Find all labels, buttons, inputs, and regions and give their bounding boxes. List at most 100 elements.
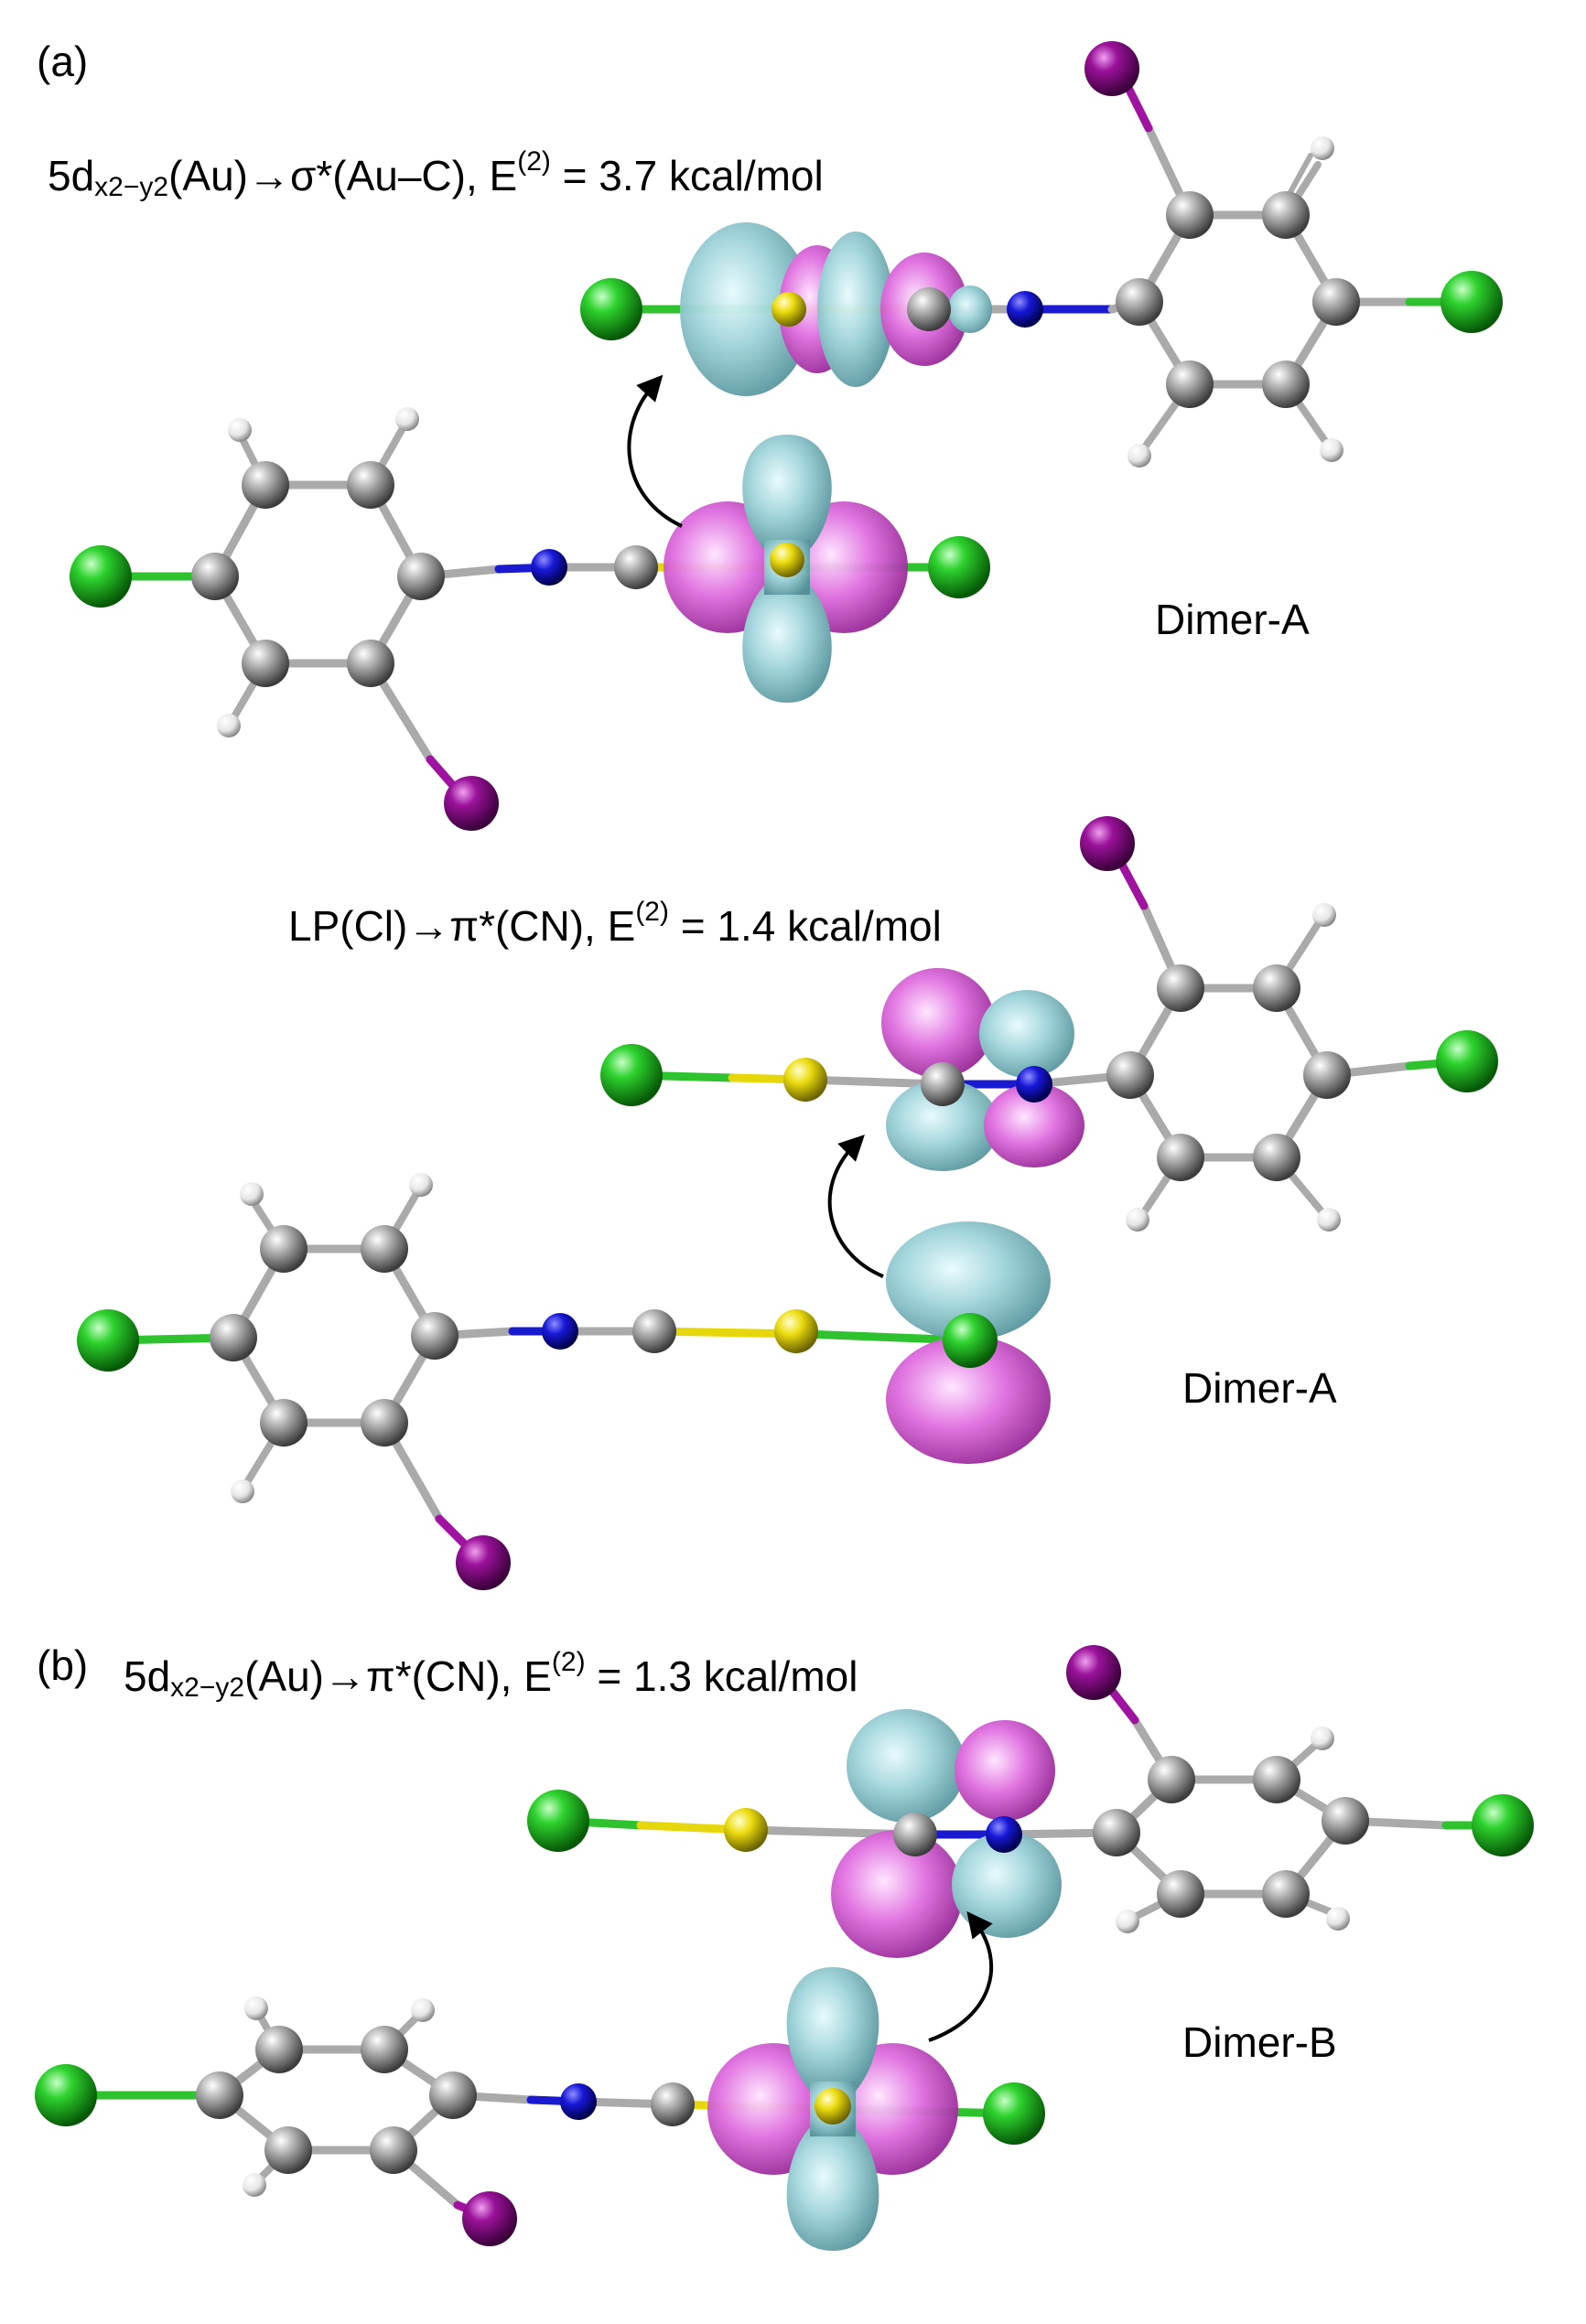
atom-cl-b2-right	[943, 1313, 998, 1368]
atom-h-a2-2	[395, 407, 419, 431]
atom-h-a1-2	[1320, 438, 1343, 462]
atom-c-b2-cn	[632, 1309, 676, 1353]
atom-c-b2-r5	[361, 1399, 408, 1447]
atom-n-a2	[531, 549, 567, 586]
title-b-sup: (2)	[551, 1647, 586, 1677]
title-a-top: 5dx2−y2(Au)→σ*(Au–C), E(2) = 3.7 kcal/mo…	[48, 146, 824, 203]
atom-c-c2-cn	[651, 2082, 695, 2126]
atom-au-c2	[815, 2088, 851, 2125]
atom-i-c1	[1066, 1645, 1121, 1700]
atom-c-a1-r2	[1166, 191, 1214, 239]
atom-cl-a1-right	[1440, 271, 1503, 333]
atom-c-a1-r4	[1312, 278, 1360, 326]
atom-i-b1	[1080, 816, 1135, 871]
title-b-pre: 5d	[124, 1652, 171, 1700]
atom-h-a1-3	[1127, 444, 1151, 468]
arrow-a-bottom	[827, 1135, 884, 1278]
atom-c-a1-r3	[1262, 191, 1310, 239]
atom-c-c2-r4	[429, 2071, 477, 2119]
atom-c-b2-r1	[210, 1314, 257, 1361]
atom-cl-b1-left	[600, 1044, 663, 1106]
atom-cl-c2-left	[35, 2064, 97, 2126]
atom-cl-b1-right	[1436, 1030, 1498, 1092]
title-a-bottom-post: = 1.4 kcal/mol	[668, 902, 942, 950]
title-a-top-post: = 3.7 kcal/mol	[550, 152, 824, 199]
atom-h-b1-1	[1312, 903, 1336, 927]
atom-c-b1-r1	[1106, 1051, 1154, 1099]
atom-h-c2-3	[243, 2173, 266, 2197]
atom-au-b2	[774, 1309, 818, 1353]
arrow-b	[928, 1910, 994, 2042]
dimer-label-a-top: Dimer-A	[1155, 596, 1310, 643]
atom-c-b2-r4	[411, 1312, 459, 1360]
atom-au-a1	[771, 292, 806, 327]
atom-cl-c1-left	[527, 1790, 589, 1852]
atom-h-b1-3	[1126, 1208, 1149, 1232]
atom-h-b1-2	[1317, 1208, 1341, 1232]
atom-c-c1-r3	[1253, 1756, 1300, 1803]
atom-h-c1-1	[1311, 1727, 1334, 1750]
atom-cl-c1-right	[1472, 1794, 1534, 1856]
atom-c-a2-r5	[347, 640, 394, 687]
atom-h-b2-1	[240, 1182, 264, 1206]
atom-i-b2	[456, 1535, 511, 1590]
dimer-label-b: Dimer-B	[1182, 2018, 1337, 2066]
title-b-post: = 1.3 kcal/mol	[585, 1652, 858, 1700]
atom-h-a2-3	[217, 714, 241, 737]
panel-a-label: (a)	[37, 38, 89, 85]
atom-c-a1-cn	[907, 287, 951, 331]
atom-c-b2-r3	[361, 1225, 408, 1273]
atom-c-b1-cn	[921, 1062, 965, 1106]
atom-i-a1	[1084, 41, 1139, 96]
title-a-top-sub: x2−y2	[94, 172, 169, 202]
atom-cl-a2-right	[928, 536, 990, 598]
atom-c-c1-r6	[1157, 1870, 1204, 1918]
atom-cl-a1-left	[580, 278, 642, 340]
atom-c-b1-r4	[1303, 1051, 1351, 1099]
dimer-label-a-bottom: Dimer-A	[1182, 1364, 1337, 1412]
atom-n-c1	[986, 1816, 1022, 1853]
atom-au-c1	[724, 1808, 768, 1852]
title-b-mid: (Au)→π*(CN), E	[244, 1652, 552, 1700]
atom-i-a2	[444, 776, 499, 831]
title-a-top-mid: (Au)→σ*(Au–C), E	[168, 152, 518, 199]
atom-c-c1-r5	[1262, 1870, 1310, 1918]
atom-h-c2-1	[244, 1996, 268, 2020]
title-a-bottom-sup: (2)	[635, 897, 669, 927]
atom-c-c2-r3	[361, 2026, 408, 2073]
title-a-top-pre: 5d	[48, 152, 95, 199]
title-a-top-sup: (2)	[517, 146, 551, 177]
atom-c-a1-r1	[1116, 278, 1163, 326]
atom-c-a2-r4	[397, 553, 445, 600]
atom-c-a1-r6	[1166, 360, 1214, 408]
panel-a-bottom-dimer	[77, 816, 1498, 1590]
atom-n-a1	[1007, 291, 1043, 328]
atom-c-c2-r1	[196, 2071, 243, 2119]
atom-c-c2-r6	[264, 2126, 312, 2174]
atom-c-c1-r1	[1093, 1809, 1140, 1856]
atom-c-b2-r2	[260, 1225, 307, 1273]
orbital-5d-au-a1	[664, 435, 908, 703]
atom-c-c2-r2	[255, 2026, 303, 2073]
atom-h-c2-2	[411, 1998, 435, 2022]
title-b: 5dx2−y2(Au)→π*(CN), E(2) = 1.3 kcal/mol	[124, 1647, 858, 1704]
orbital-lp-cl-a	[886, 1221, 1051, 1464]
atom-c-a2-r1	[191, 553, 239, 600]
atom-c-b1-r5	[1253, 1134, 1300, 1181]
atom-c-c1-r4	[1322, 1797, 1369, 1845]
panel-b-dimer	[35, 1645, 1534, 2251]
atom-au-a2	[770, 543, 804, 577]
panel-b-label: (b)	[37, 1641, 89, 1689]
atom-c-c1-r2	[1148, 1756, 1195, 1803]
atom-n-b2	[542, 1313, 578, 1350]
atom-c-b1-r6	[1157, 1134, 1204, 1181]
atom-n-b1	[1016, 1066, 1052, 1103]
atom-c-a2-r3	[347, 461, 394, 509]
orbital-pi-star-cn-a	[881, 968, 1084, 1171]
atom-c-a2-r2	[242, 461, 289, 509]
orbital-5d-au-b	[707, 1967, 958, 2251]
title-a-bottom-pre: LP(Cl)→π*(CN), E	[288, 902, 636, 950]
title-b-sub: x2−y2	[170, 1673, 245, 1703]
atom-c-b2-r6	[260, 1399, 307, 1447]
